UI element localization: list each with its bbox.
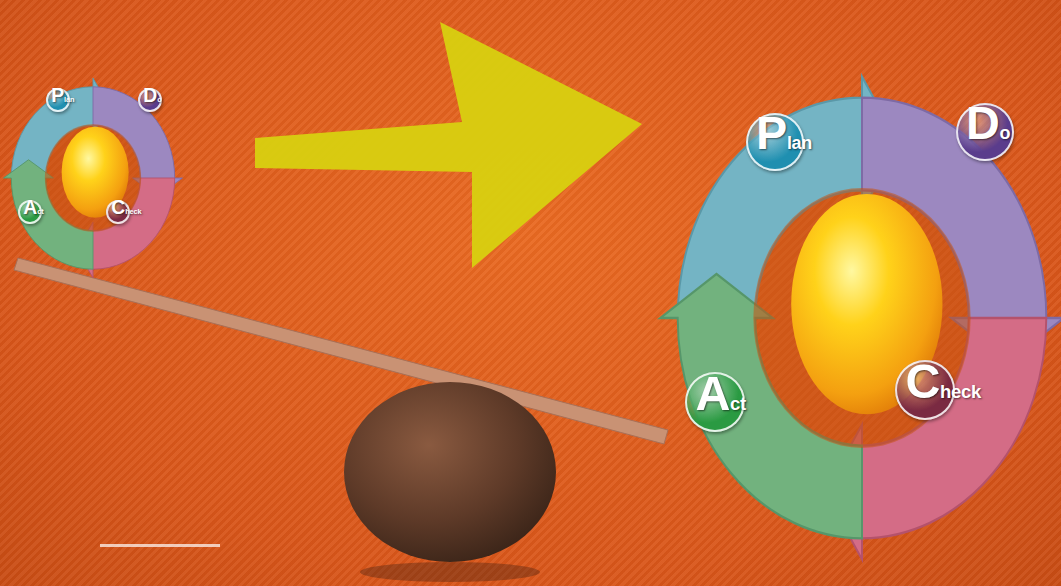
growth-arrow: [255, 22, 642, 268]
stage-badge: Do: [956, 103, 1014, 161]
stage-label: Do: [143, 86, 161, 105]
stage-badge: Do: [138, 88, 162, 112]
stage-badge: Plan: [746, 113, 804, 171]
underline-mark: [100, 544, 220, 547]
stage-badge: Plan: [46, 88, 70, 112]
large-pdca-ring: [660, 77, 1061, 560]
seesaw-plank: [14, 258, 668, 444]
small-pdca-ring: [4, 78, 183, 278]
stage-badge: Act: [685, 372, 745, 432]
stage-label: Plan: [51, 86, 74, 105]
stage-badge: Check: [106, 200, 130, 224]
stage-label: Plan: [756, 110, 812, 157]
stage-label: Do: [966, 100, 1010, 147]
stage-badge: Check: [895, 360, 955, 420]
stone-fulcrum: [344, 382, 556, 562]
stone-shadow: [360, 562, 540, 582]
stage-badge: Act: [18, 200, 42, 224]
stage-label: Act: [23, 198, 43, 217]
stage-label: Check: [905, 357, 980, 405]
stage-label: Act: [695, 369, 745, 417]
stage-label: Check: [111, 198, 141, 217]
